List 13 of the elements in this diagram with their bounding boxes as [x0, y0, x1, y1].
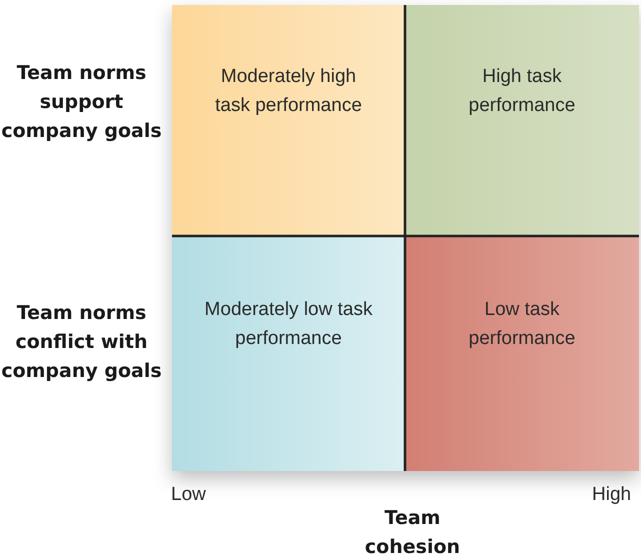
row-label: Team norms conflict with company goals	[0, 301, 163, 384]
quadrant-label: Moderately high task performance	[214, 64, 363, 118]
axis-tick-label: Low	[171, 484, 206, 506]
row-label: Team norms support company goals	[0, 61, 163, 144]
quadrant-cell	[172, 236, 405, 471]
axis-title: Team cohesion	[364, 506, 462, 560]
quadrant-label: High task performance	[468, 64, 576, 118]
quadrant-cell	[405, 5, 639, 236]
quadrant-label: Moderately low task performance	[204, 298, 374, 350]
quadrant-cell	[405, 236, 639, 471]
axis-tick-label: High	[592, 484, 632, 506]
quadrant-label: Low task performance	[468, 298, 576, 350]
quadrant-cell	[172, 5, 405, 236]
